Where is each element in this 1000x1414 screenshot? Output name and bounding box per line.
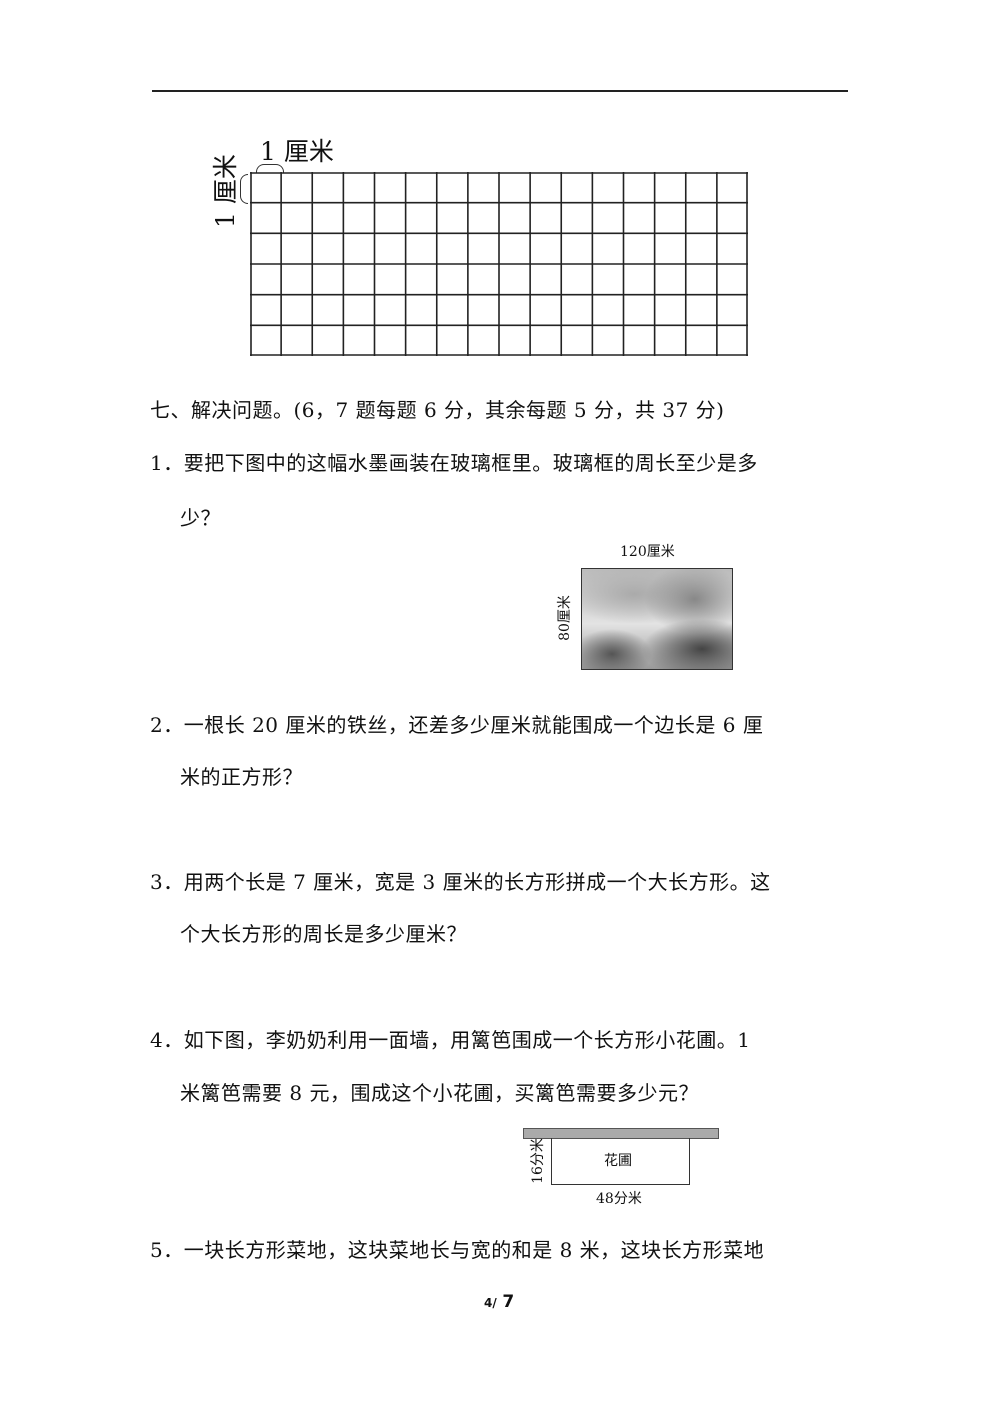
question-2-line1: 2．一根长 20 厘米的铁丝，还差多少厘米就能围成一个边长是 6 厘 <box>150 713 764 737</box>
question-4-line1: 4．如下图，李奶奶利用一面墙，用篱笆围成一个长方形小花圃。1 <box>150 1028 751 1052</box>
painting-width-label: 120厘米 <box>620 544 675 560</box>
grid-side-label: 1 厘米 <box>211 154 240 228</box>
painting-height-label: 80厘米 <box>557 595 573 641</box>
question-1-line2: 少？ <box>180 506 221 530</box>
question-3-line2: 个大长方形的周长是多少厘米？ <box>180 922 467 946</box>
question-1-line1: 1．要把下图中的这幅水墨画装在玻璃框里。玻璃框的周长至少是多 <box>150 451 758 475</box>
garden-height-label: 16分米 <box>530 1138 546 1184</box>
top-brace <box>256 164 284 173</box>
wall <box>523 1128 719 1139</box>
page-total: 7 <box>502 1292 515 1312</box>
page-number: 4/ 7 <box>484 1292 514 1312</box>
question-4-line2: 米篱笆需要 8 元，围成这个小花圃，买篱笆需要多少元？ <box>180 1081 699 1105</box>
ink-painting-image <box>581 568 733 670</box>
square-grid <box>250 172 748 356</box>
question-3-line1: 3．用两个长是 7 厘米，宽是 3 厘米的长方形拼成一个大长方形。这 <box>150 870 771 894</box>
section-title: 七、解决问题。(6，7 题每题 6 分，其余每题 5 分，共 37 分) <box>150 398 725 422</box>
question-5-line1: 5．一块长方形菜地，这块菜地长与宽的和是 8 米，这块长方形菜地 <box>150 1238 765 1262</box>
side-brace <box>240 174 248 204</box>
garden-rectangle <box>551 1138 690 1185</box>
garden-width-label: 48分米 <box>596 1191 642 1207</box>
question-2-line2: 米的正方形？ <box>180 765 303 789</box>
grid-top-label: 1 厘米 <box>260 137 334 166</box>
header-rule <box>152 90 848 92</box>
garden-label: 花圃 <box>604 1153 632 1169</box>
page-current: 4/ <box>484 1296 497 1310</box>
